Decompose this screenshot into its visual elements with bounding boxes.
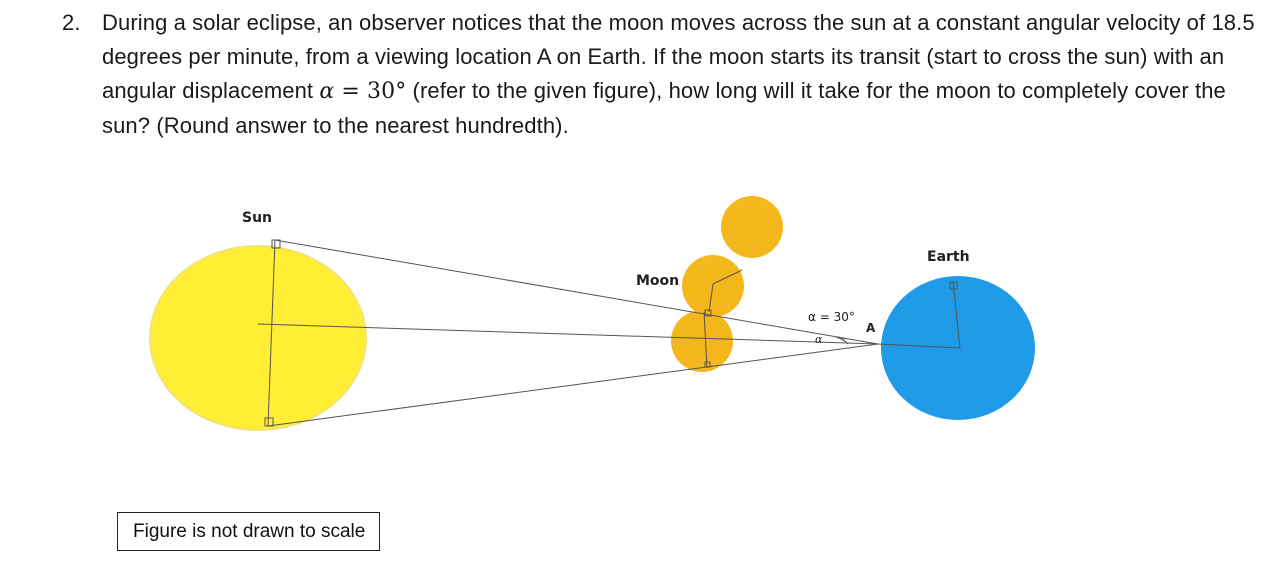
upper-ray-line	[274, 239, 879, 345]
moon-bottom-diameter	[703, 311, 708, 369]
alpha-symbol: α	[319, 79, 335, 104]
alpha-tick	[837, 336, 846, 340]
moon-middle-radius	[708, 269, 743, 313]
moon-label: Moon	[636, 273, 680, 289]
earth-radius-vertical	[952, 281, 961, 349]
moon-middle-right-angle	[704, 309, 712, 317]
equals-sign: =	[334, 79, 368, 104]
center-ray-line	[257, 323, 879, 345]
problem-text-before: During a solar eclipse, an observer noti…	[102, 10, 1255, 103]
moon-bottom-right-angle	[704, 361, 711, 368]
scale-caption: Figure is not drawn to scale	[117, 512, 380, 551]
lower-ray-line	[267, 343, 879, 427]
earth-label: Earth	[927, 249, 970, 265]
problem-text-after: (refer to the given figure), how long wi…	[102, 78, 1226, 138]
problem-number: 2.	[62, 10, 81, 35]
problem-body: During a solar eclipse, an observer noti…	[102, 6, 1272, 143]
earth-radius-horizontal	[877, 343, 961, 349]
sun-circle	[149, 245, 367, 431]
moon-middle-circle	[682, 255, 744, 317]
moon-bottom-circle	[671, 310, 733, 372]
sun-top-right-angle	[271, 239, 281, 249]
problem-statement: 2. During a solar eclipse, an observer n…	[62, 6, 1272, 143]
point-a-label: A	[866, 321, 876, 335]
earth-circle	[881, 276, 1035, 420]
alpha-angle-arc	[835, 336, 849, 345]
sun-diameter-line	[267, 239, 276, 427]
sun-bottom-right-angle	[264, 417, 274, 427]
sun-label: Sun	[242, 210, 273, 226]
alpha-annotation: α = 30°	[808, 310, 855, 324]
alpha-value: 30°	[367, 79, 407, 104]
alpha-small-label: α	[815, 333, 823, 346]
earth-right-angle	[949, 281, 958, 290]
moon-top-circle	[721, 196, 783, 258]
